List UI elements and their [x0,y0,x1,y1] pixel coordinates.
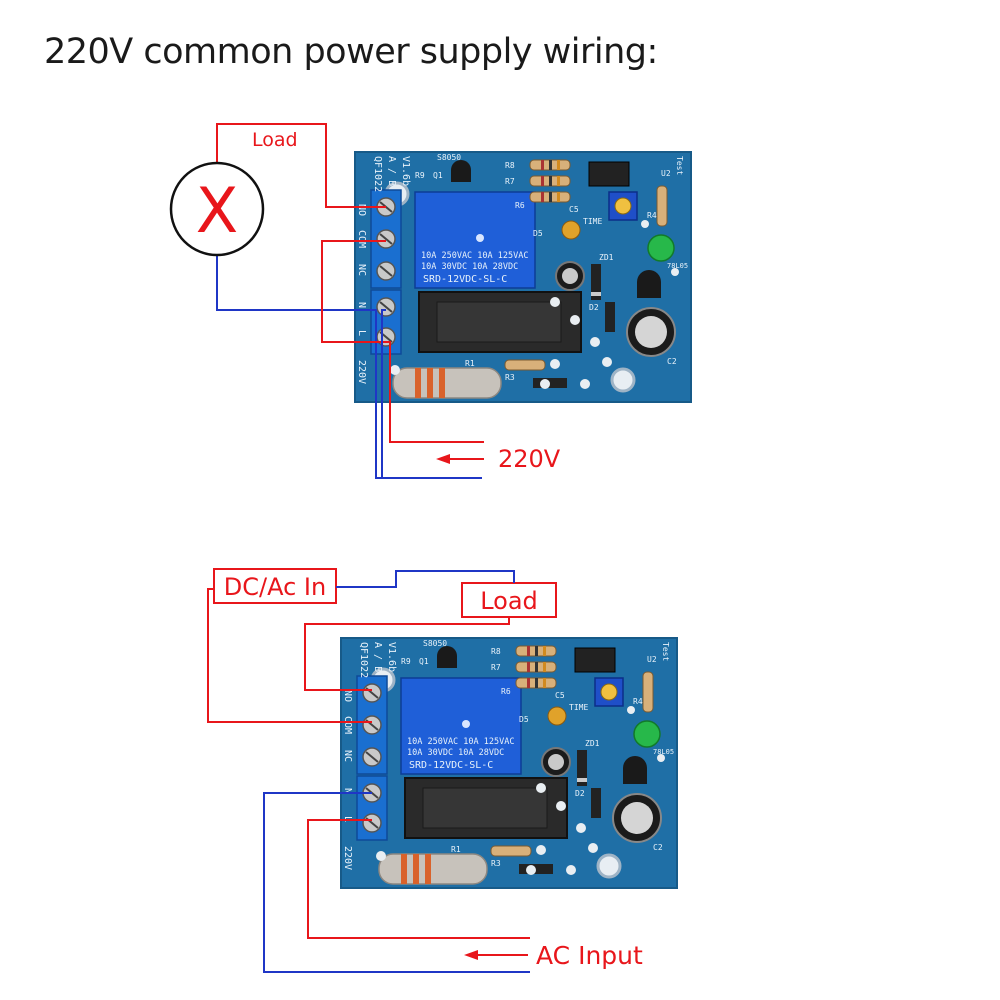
label-r6: R6 [501,687,511,696]
label-time: TIME [583,217,602,226]
label-com: COM [356,230,367,248]
diagram-1-wires [216,123,484,479]
label-no: NO [356,204,367,216]
label-c5: C5 [569,205,579,214]
label-220v: 220V [342,846,353,870]
label-nc: NC [356,264,367,276]
diagram-2-wires [207,570,530,973]
label-r7: R7 [505,177,515,186]
label-n: N [342,788,353,794]
label-d5: D5 [533,229,543,238]
label-c2: C2 [667,357,677,366]
label-r7: R7 [491,663,501,672]
power-label-220v: 220V [498,445,561,473]
label-test: Test [675,156,684,175]
label-time: TIME [569,703,588,712]
label-com: COM [342,716,353,734]
label-r4: R4 [647,211,657,220]
label-no: NO [342,690,353,702]
wire-lamp-to-n [216,253,482,479]
label-c2: C2 [653,843,663,852]
wire-com-to-l [321,240,386,343]
label-r1: R1 [451,845,461,854]
wire-load-to-no [216,123,386,208]
load-label-1: Load [252,129,298,151]
label-ab: A / B [386,156,397,186]
arrow-220v [436,454,484,464]
label-test: Test [661,642,670,661]
ac-input-label: AC Input [536,941,643,970]
label-c5: C5 [555,691,565,700]
label-r3: R3 [505,373,515,382]
dc-ac-in-label: DC/Ac In [224,573,326,601]
label-d5: D5 [519,715,529,724]
label-r8: R8 [505,161,515,170]
label-d2: D2 [575,789,585,798]
relay-rating-1: 10A 250VAC 10A 125VAC [421,251,528,261]
wire-n-ac-input [263,792,530,973]
label-nc: NC [342,750,353,762]
wire-dcac-to-com [207,588,372,723]
wire-l-ac-input [307,819,530,939]
label-u2: U2 [661,169,671,178]
relay-rating-2: 10A 30VDC 10A 28VDC [407,748,504,758]
label-r1: R1 [465,359,475,368]
label-ab: A / B [372,642,383,672]
label-zd1: ZD1 [599,253,614,262]
label-d2: D2 [589,303,599,312]
wire-dcac-to-load [336,570,515,588]
relay-rating-1: 10A 250VAC 10A 125VAC [407,737,514,747]
label-r8: R8 [491,647,501,656]
label-r9: R9 [401,657,411,666]
label-transistor: S8050 [423,639,447,648]
diagram-2: NO COM NC N L 220V QF1022 A / B V1.6b S8… [339,636,679,890]
label-model: QF1022 [358,642,369,678]
dc-ac-in-box [213,568,337,604]
wire-n-220v [381,309,386,478]
label-reg: 78L05 [653,748,674,756]
label-model: QF1022 [372,156,383,192]
label-version: V1.6b [386,642,397,672]
wire-l-220v [386,341,484,443]
page-title: 220V common power supply wiring: [44,32,658,72]
label-r4: R4 [633,697,643,706]
label-u2: U2 [647,655,657,664]
wire-load-to-no [304,617,510,691]
label-n: N [356,302,367,308]
label-q1: Q1 [433,171,443,180]
label-r9: R9 [415,171,425,180]
label-r3: R3 [491,859,501,868]
diagram-1: NO COM NC N L 220V QF1022 A / B V1.6b S8… [353,150,693,404]
label-r6: R6 [515,201,525,210]
label-220v: 220V [356,360,367,384]
svg-text:X: X [196,174,238,247]
relay-rating-2: 10A 30VDC 10A 28VDC [421,262,518,272]
load-label-2: Load [480,587,538,615]
arrow-ac-input [464,950,528,960]
relay-model: SRD-12VDC-SL-C [423,274,507,285]
label-zd1: ZD1 [585,739,600,748]
label-reg: 78L05 [667,262,688,270]
lamp-x-icon: X [169,161,265,257]
relay-model: SRD-12VDC-SL-C [409,760,493,771]
label-version: V1.6b [400,156,411,186]
label-transistor: S8050 [437,153,461,162]
label-q1: Q1 [419,657,429,666]
label-l: L [356,330,367,336]
